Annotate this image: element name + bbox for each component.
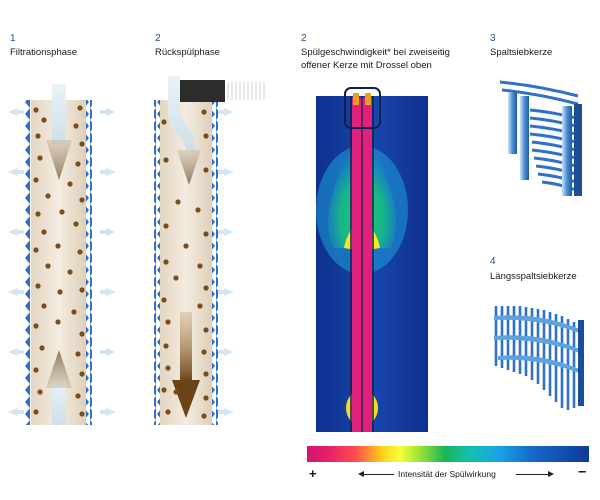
dirt-flow-arrow — [172, 380, 200, 418]
sieve-right — [86, 100, 92, 425]
up-flow-arrow — [46, 350, 72, 388]
scale-arrow-right — [516, 474, 550, 475]
dirt-particles-2 — [161, 109, 209, 419]
panel-sim-title-line1: Spülgeschwindigkeit* bei zweiseitig — [301, 47, 450, 58]
flush-nozzle — [175, 80, 225, 102]
panel-1-number: 1 — [10, 33, 16, 44]
outflow-arrows — [218, 108, 234, 416]
slot-rings — [499, 80, 579, 192]
support-rod-2 — [520, 96, 529, 180]
throttle-box — [344, 87, 381, 129]
longitudinal-sieve-candle — [490, 290, 590, 420]
filtration-illustration — [8, 84, 116, 425]
support-rod-3 — [562, 106, 572, 196]
flush-arrow-down — [177, 150, 201, 185]
sieve-right-2 — [212, 100, 218, 425]
support-rod-4 — [574, 104, 582, 196]
scale-minus-sign: – — [578, 463, 587, 480]
panel-3-number: 3 — [490, 33, 496, 44]
panel-3-title: Spaltsiebkerze — [490, 47, 553, 58]
panel-2-title: Rückspülphase — [155, 47, 220, 58]
flush-simulation — [316, 87, 428, 432]
support-rings — [494, 315, 582, 374]
intensity-color-scale — [307, 446, 589, 462]
outlet-pipe — [52, 380, 66, 425]
panel-4-number: 4 — [490, 256, 496, 267]
backflush-illustration — [154, 76, 265, 425]
panel-4-title: Längsspaltsiebkerze — [490, 271, 577, 282]
sieve-left — [25, 100, 31, 425]
scale-label: Intensität der Spülwirkung — [398, 469, 496, 479]
flush-pipe — [168, 76, 196, 150]
dirt-particles — [33, 105, 85, 417]
sieve-left-2 — [154, 100, 160, 425]
scale-arrow-left — [360, 474, 394, 475]
panel-1-title: Filtrationsphase — [10, 47, 78, 58]
down-flow-arrow — [46, 140, 72, 180]
nozzle-fins — [227, 82, 265, 100]
panel-2-number: 2 — [155, 33, 161, 44]
edge-bar — [578, 320, 584, 406]
scale-plus-sign: + — [309, 466, 317, 481]
scale-arrowhead-left — [358, 471, 364, 477]
dirt-flow-shaft — [180, 312, 192, 382]
panel-sim-title-line2: offener Kerze mit Drossel oben — [301, 60, 432, 71]
inlet-pipe — [52, 84, 66, 144]
panel-sim-number: 2 — [301, 33, 307, 44]
inflow-arrows — [8, 108, 116, 416]
scale-arrowhead-right — [548, 471, 554, 477]
slot-sieve-candle — [490, 70, 590, 200]
support-rod-1 — [508, 92, 517, 154]
